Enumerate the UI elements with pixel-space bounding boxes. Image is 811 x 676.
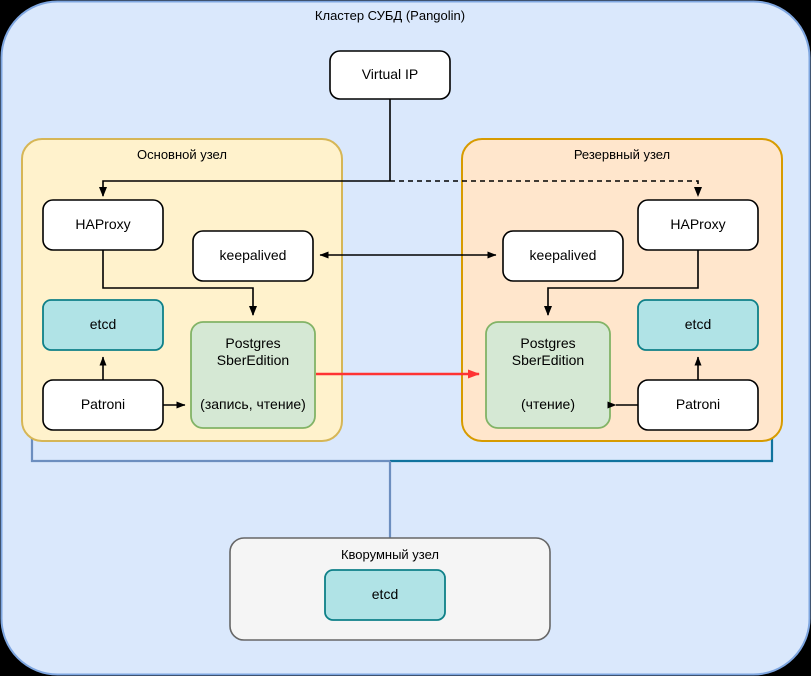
primary-haproxy-box <box>42 199 164 251</box>
standby-postgres-box <box>485 321 611 429</box>
standby-haproxy-to-postgres <box>544 250 699 316</box>
primary-postgres-box <box>190 321 316 429</box>
standby-etcd-box <box>637 299 759 351</box>
primary-etcd-box <box>42 299 164 351</box>
primary-haproxy-to-postgres <box>102 250 257 316</box>
standby-haproxy-box <box>637 199 759 251</box>
vip-to-primary-haproxy <box>99 180 390 197</box>
quorum-etcd-box <box>324 569 446 621</box>
virtual-ip-box <box>329 50 451 100</box>
standby-patroni-box <box>637 379 759 431</box>
standby-keepalived-box <box>502 230 624 282</box>
primary-keepalived-box <box>192 230 314 282</box>
primary-patroni-box <box>42 379 164 431</box>
vip-to-standby-haproxy <box>390 180 702 197</box>
